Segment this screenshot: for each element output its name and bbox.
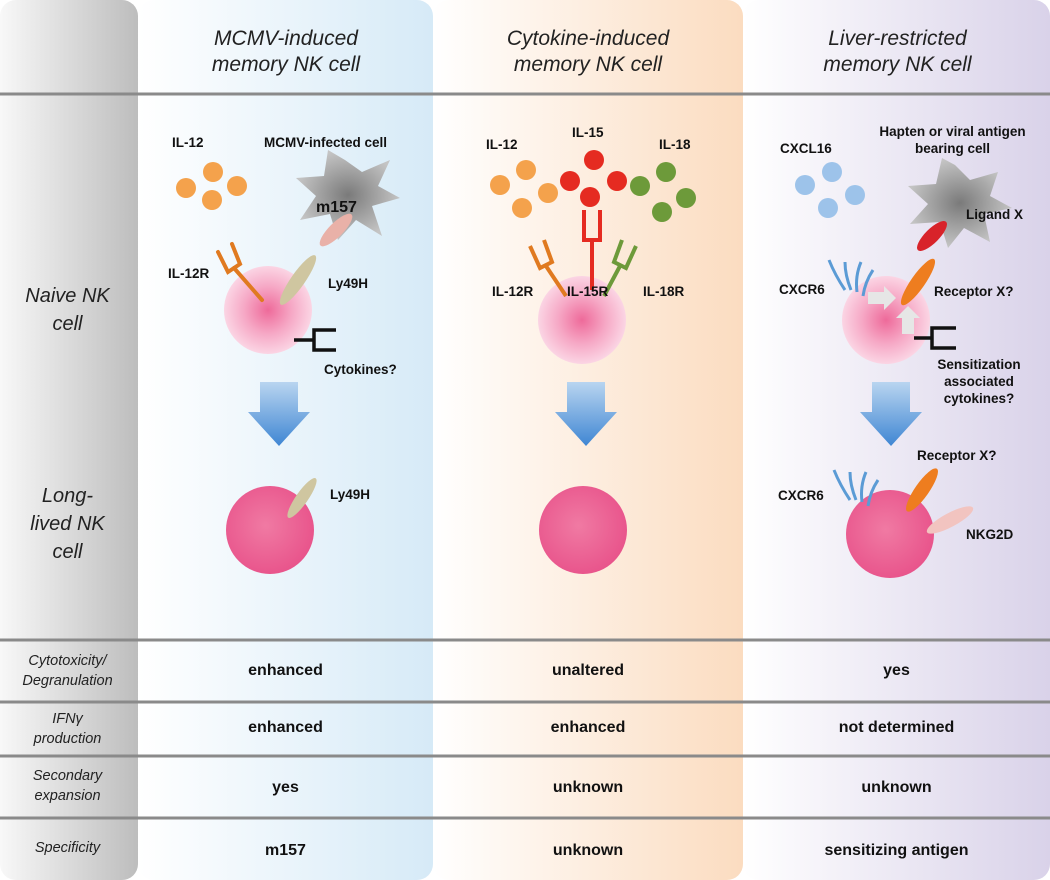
header-liver-line2: memory NK cell xyxy=(823,53,972,76)
label-ly49h-memory: Ly49H xyxy=(330,487,371,502)
row-label-expansion-line1: Secondary xyxy=(32,768,103,784)
row-label-expansion-line2: expansion xyxy=(34,788,101,804)
il15-particles xyxy=(560,150,627,207)
cell-specificity-liver: sensitizing antigen xyxy=(824,842,969,859)
cell-specificity-cytokine: unknown xyxy=(552,842,624,859)
label-nkg2d: NKG2D xyxy=(966,527,1014,542)
cell-ifng-cytokine: enhanced xyxy=(550,719,626,736)
label-sensitization-line3: cytokines? xyxy=(943,391,1015,406)
header-cytokine: Cytokine-induced memory NK cell xyxy=(435,26,741,78)
il18r-receptor-shape xyxy=(602,239,638,297)
label-ligand-x: Ligand X xyxy=(966,207,1023,222)
sensitization-receptor-shape xyxy=(914,326,956,350)
row-label-naive-line1: Naive NK xyxy=(25,285,110,307)
label-cxcr6-memory: CXCR6 xyxy=(778,488,824,503)
header-mcmv-line2: memory NK cell xyxy=(211,53,361,76)
label-antigen-cell-line1: Hapten or viral antigen xyxy=(879,124,1026,139)
row-label-long-lived-line2: lived NK xyxy=(30,513,105,535)
receptor-x-memory-shape xyxy=(906,468,938,512)
ligand-x-shape xyxy=(917,221,947,251)
row-label-specificity-line1: Specificity xyxy=(34,840,101,856)
row-label-long-lived-line1: Long- xyxy=(41,485,94,507)
antigen-bearing-cell-shape xyxy=(908,158,1012,248)
header-liver: Liver-restricted memory NK cell xyxy=(745,26,1050,78)
label-antigen-cell-line2: bearing cell xyxy=(914,141,991,156)
receptor-x-shape xyxy=(900,258,936,306)
label-sensitization-line2: associated xyxy=(944,374,1014,389)
cytokine-transition-arrow xyxy=(555,382,617,446)
mcmv-transition-arrow xyxy=(248,382,310,446)
cytokine-il12r-shape xyxy=(528,239,568,298)
row-label-specificity: Specificity xyxy=(0,838,135,858)
label-cytokines: Cytokines? xyxy=(324,362,397,377)
cell-ifng-liver: not determined xyxy=(838,719,955,736)
il15r-receptor-shape xyxy=(582,210,602,290)
il18-particles xyxy=(630,162,696,222)
label-il15: IL-15 xyxy=(572,125,604,140)
cell-expansion-mcmv: yes xyxy=(272,779,299,796)
row-label-cytotoxicity-line1: Cytotoxicity/ xyxy=(28,653,107,669)
row-label-naive: Naive NK cell xyxy=(0,282,135,338)
cytokine-il12-particles xyxy=(490,160,558,218)
cell-cytotoxicity-cytokine: unaltered xyxy=(551,662,624,679)
row-label-long-lived: Long- lived NK cell xyxy=(0,482,135,566)
row-label-ifng-line1: IFNγ xyxy=(52,711,83,727)
label-cxcl16: CXCL16 xyxy=(780,141,832,156)
cytokine-naive-nk-cell xyxy=(538,276,626,364)
label-m157: m157 xyxy=(316,199,357,216)
header-cytokine-line1: Cytokine-induced xyxy=(506,27,670,50)
il12r-receptor-shape xyxy=(216,242,264,302)
ly49h-memory-shape xyxy=(287,478,317,518)
cytokine-memory-nk-cell xyxy=(539,486,627,574)
label-ly49h: Ly49H xyxy=(328,276,369,291)
label-sensitization-line1: Sensitization xyxy=(937,357,1021,372)
label-mcmv-il12: IL-12 xyxy=(172,135,204,150)
cxcr6-receptor-shape xyxy=(827,259,875,297)
label-il18: IL-18 xyxy=(659,137,691,152)
nkg2d-receptor-shape xyxy=(926,506,974,534)
label-mcmv-infected-cell: MCMV-infected cell xyxy=(264,135,388,150)
cell-cytotoxicity-mcmv: enhanced xyxy=(248,662,323,679)
m157-ligand-shape xyxy=(319,213,353,247)
label-receptor-x: Receptor X? xyxy=(934,284,1014,299)
row-label-ifng: IFNγ production xyxy=(0,709,135,749)
row-label-naive-line2: cell xyxy=(52,313,83,335)
row-label-long-lived-line3: cell xyxy=(52,541,83,563)
mcmv-infected-cell-shape xyxy=(296,150,400,240)
row-dividers xyxy=(0,92,1050,820)
mcmv-column-bg xyxy=(138,0,433,880)
header-cytokine-line2: memory NK cell xyxy=(513,53,663,76)
liver-transition-arrow xyxy=(860,382,922,446)
header-liver-line1: Liver-restricted xyxy=(828,27,967,50)
row-label-panel xyxy=(0,0,138,880)
label-il15r: IL-15R xyxy=(567,284,609,299)
cytokine-receptor-shape xyxy=(294,328,336,352)
label-cxcr6: CXCR6 xyxy=(779,282,825,297)
row-label-ifng-line2: production xyxy=(33,731,102,747)
cell-expansion-cytokine: unknown xyxy=(552,779,624,796)
cxcl16-particles xyxy=(795,162,865,218)
row-label-expansion: Secondary expansion xyxy=(0,766,135,806)
label-cytokine-il12r: IL-12R xyxy=(492,284,534,299)
header-mcmv: MCMV-induced memory NK cell xyxy=(140,26,432,78)
liver-memory-nk-cell xyxy=(846,490,934,578)
cxcr6-memory-shape xyxy=(832,469,880,507)
label-mcmv-il12r: IL-12R xyxy=(168,266,210,281)
cell-specificity-mcmv: m157 xyxy=(265,842,306,859)
label-sensitization-cytokines: Sensitization associated cytokines? xyxy=(924,356,1034,407)
cell-expansion-liver: unknown xyxy=(861,779,932,796)
il12-particles xyxy=(176,162,247,210)
ly49h-receptor-shape xyxy=(279,255,317,305)
label-antigen-cell: Hapten or viral antigen bearing cell xyxy=(865,123,1040,157)
label-receptor-x-memory: Receptor X? xyxy=(917,448,997,463)
label-il18r: IL-18R xyxy=(643,284,685,299)
row-label-cytotoxicity-line2: Degranulation xyxy=(22,673,113,689)
signal-arrows xyxy=(868,286,920,334)
cell-cytotoxicity-liver: yes xyxy=(883,662,910,679)
row-label-cytotoxicity: Cytotoxicity/ Degranulation xyxy=(0,651,135,691)
label-cytokine-il12: IL-12 xyxy=(486,137,518,152)
cell-ifng-mcmv: enhanced xyxy=(248,719,323,736)
header-mcmv-line1: MCMV-induced xyxy=(214,27,358,50)
